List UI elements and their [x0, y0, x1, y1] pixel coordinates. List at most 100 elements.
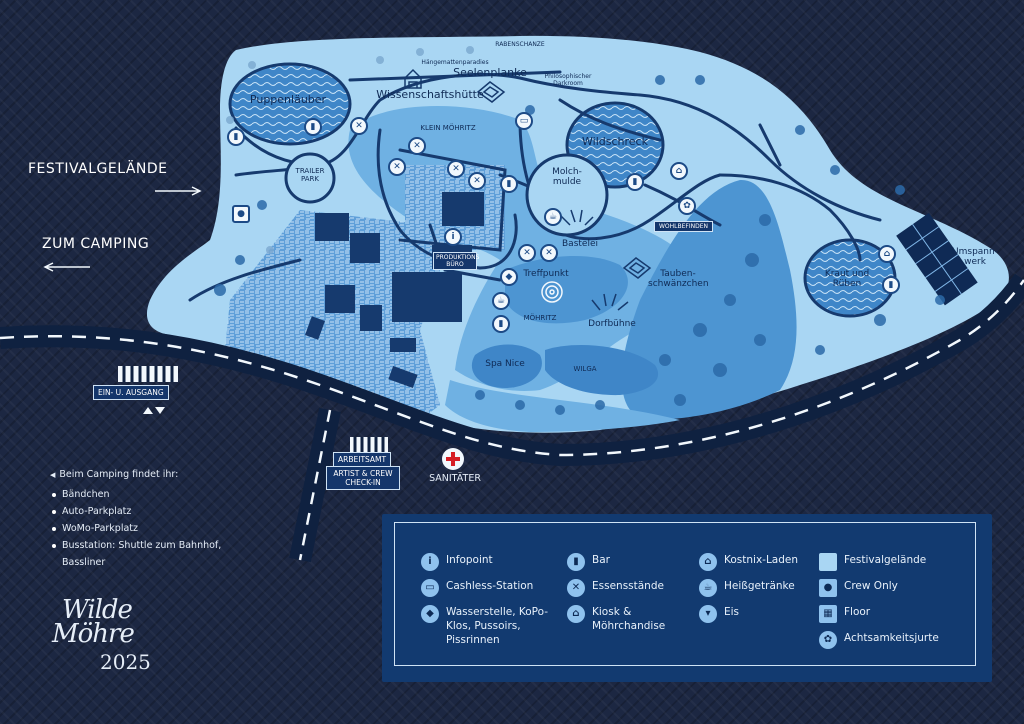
kiosk-icon: ⌂: [567, 605, 585, 623]
fork-knife-icon[interactable]: ✕: [468, 172, 486, 190]
arrows: [43, 186, 202, 272]
bar-icon[interactable]: ▮: [227, 128, 245, 146]
label-produktionsbuero: PRODUKTIONS BÜRO: [433, 252, 479, 271]
legend-item: ⌂ Kostnix-Laden: [699, 553, 798, 571]
legend-item: ▦ Floor: [819, 605, 870, 623]
taubenschwaenzchen-icon: [622, 257, 652, 279]
fork-knife-icon[interactable]: ✕: [408, 137, 426, 155]
label-sanitaeter: SANITÄTER: [429, 473, 481, 484]
lake-spa-nice: [471, 344, 542, 388]
camping-note-item: Busstation: Shuttle zum Bahnhof, Basslin…: [50, 537, 250, 571]
camping-note-item: Bändchen: [50, 486, 250, 503]
yurt-icon[interactable]: ✿: [678, 197, 696, 215]
fork-knife-icon[interactable]: ✕: [388, 158, 406, 176]
card-icon: ▭: [421, 579, 439, 597]
bar-icon[interactable]: ▮: [882, 276, 900, 294]
label-haengemattenparadies: Hängemattenparadies: [421, 59, 489, 66]
label-artist-crew: ARTIST & CREW CHECK-IN: [326, 466, 400, 490]
camping-note-title: ◀Beim Camping findet ihr:: [50, 469, 179, 480]
trees: [214, 75, 945, 415]
label-kraut-rueben: Kraut und Rüben: [824, 269, 870, 289]
house-icon: [404, 68, 422, 89]
label-rabenschanze: RABENSCHANZE: [495, 41, 545, 48]
shop-icon[interactable]: ⌂: [670, 162, 688, 180]
logo-line1: Wilde: [62, 595, 133, 625]
ice-cream-icon: ▾: [699, 605, 717, 623]
trailer-park-circle: [284, 152, 336, 204]
label-spa-nice: Spa Nice: [485, 359, 525, 369]
legend-item: ◆ Wasserstelle, KoPo-Klos, Pussoirs, Pis…: [421, 605, 561, 647]
crew-icon[interactable]: ●: [232, 205, 250, 223]
main-road: [0, 273, 1024, 563]
legend-item: ▾ Eis: [699, 605, 739, 623]
logo-year: 2025: [100, 650, 151, 674]
label-zum-camping: ZUM CAMPING: [42, 236, 150, 252]
bar-icon[interactable]: ▮: [492, 315, 510, 333]
beer-mug-icon: ▮: [567, 553, 585, 571]
fork-knife-icon[interactable]: ✕: [447, 160, 465, 178]
bar-icon[interactable]: ▮: [304, 118, 322, 136]
solar-panels: [896, 212, 978, 306]
logo: Wilde Möhre 2025: [48, 595, 151, 674]
label-bastelei: Bastelei: [562, 239, 598, 249]
label-dorfbuehne: Dorfbühne: [588, 319, 636, 329]
area-swatch-icon: [819, 553, 837, 571]
crosswalk-checkin: [350, 437, 388, 453]
legend-item: ▭ Cashless-Station: [421, 579, 533, 597]
label-wohlbefinden: WOHLBEFINDEN: [654, 221, 714, 233]
label-ein-ausgang: EIN- U. AUSGANG: [93, 385, 169, 400]
seelenplanke-icon: [476, 81, 506, 103]
crew-icon: ●: [819, 579, 837, 597]
treffpunkt-spiral: [541, 281, 563, 303]
label-molchmulde: Molch-mulde: [552, 167, 582, 187]
legend-item: Festivalgelände: [819, 553, 926, 571]
camping-note-item: Auto-Parkplatz: [50, 503, 250, 520]
coffee-cup-icon[interactable]: ☕: [492, 292, 510, 310]
fork-knife-icon[interactable]: ✕: [540, 244, 558, 262]
label-seelenplanke: Seelenplanke: [453, 66, 527, 79]
shop-icon: ⌂: [699, 553, 717, 571]
entrance-markers: [143, 407, 165, 414]
crosswalk-entrance: [118, 366, 178, 382]
water-tap-icon[interactable]: ◆: [500, 268, 518, 286]
legend-panel: i Infopoint ▭ Cashless-Station ◆ Wassers…: [382, 514, 992, 682]
card-icon[interactable]: ▭: [515, 112, 533, 130]
fork-knife-icon[interactable]: ✕: [518, 244, 536, 262]
info-icon: i: [421, 553, 439, 571]
legend-item: ▮ Bar: [567, 553, 610, 571]
legend: i Infopoint ▭ Cashless-Station ◆ Wassers…: [394, 522, 976, 666]
bar-icon[interactable]: ▮: [500, 175, 518, 193]
yurt-icon: ✿: [819, 631, 837, 649]
label-wildschreck: Wildschreck: [582, 135, 648, 148]
legend-item: ⌂ Kiosk & Möhrchandise: [567, 605, 667, 633]
camping-note: ◀Beim Camping findet ihr: Bändchen Auto-…: [50, 466, 250, 571]
buildings: [305, 192, 484, 389]
water-tap-icon: ◆: [421, 605, 439, 623]
label-wilga: WILGA: [573, 365, 597, 373]
floor-icon: ▦: [819, 605, 837, 623]
bastelei-icon: [559, 209, 594, 226]
legend-item: ✕ Essensstände: [567, 579, 664, 597]
shop-icon[interactable]: ⌂: [878, 245, 896, 263]
label-festivalgelaende: FESTIVALGELÄNDE: [28, 161, 168, 177]
bar-icon[interactable]: ▮: [626, 173, 644, 191]
dorfbuehne-icon: [591, 293, 629, 311]
coffee-cup-icon: ☕: [699, 579, 717, 597]
label-trailer-park: TRAILER PARK: [295, 167, 325, 183]
label-wissenschaftshuette: Wissenschaftshütte: [376, 88, 484, 101]
legend-item: ☕ Heißgetränke: [699, 579, 795, 597]
logo-line2: Möhre: [52, 619, 135, 649]
info-icon[interactable]: i: [444, 228, 462, 246]
label-arbeitsamt: ARBEITSAMT: [333, 452, 392, 467]
legend-item: i Infopoint: [421, 553, 493, 571]
label-taubenschwaenzchen: Tauben-schwänzchen: [648, 269, 709, 289]
legend-item: ✿ Achtsamkeitsjurte: [819, 631, 939, 649]
legend-item: ● Crew Only: [819, 579, 898, 597]
label-darkroom: Philosophischer Darkroom: [544, 73, 592, 87]
fork-knife-icon[interactable]: ✕: [350, 117, 368, 135]
label-puppenlauber: Puppenläuber: [249, 93, 327, 106]
coffee-cup-icon[interactable]: ☕: [544, 208, 562, 226]
arrow-left-icon: ◀: [50, 471, 56, 479]
label-treffpunkt: Treffpunkt: [523, 269, 569, 279]
